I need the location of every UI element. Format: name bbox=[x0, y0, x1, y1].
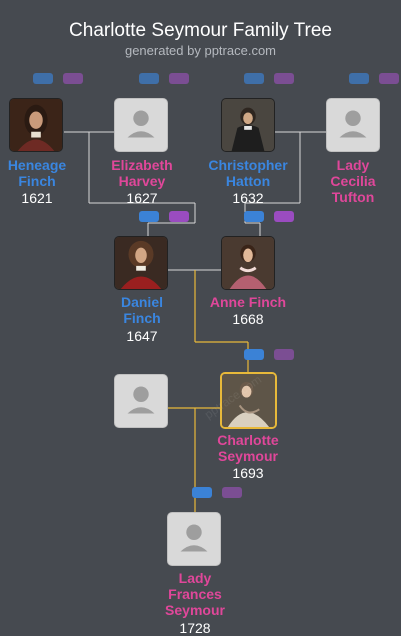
father-toggle[interactable] bbox=[192, 487, 212, 498]
name-line: Frances bbox=[168, 586, 222, 602]
person-card-anne-finch[interactable] bbox=[221, 236, 275, 290]
person-name[interactable]: Christopher Hatton bbox=[193, 157, 303, 189]
father-toggle[interactable] bbox=[244, 73, 264, 84]
father-toggle[interactable] bbox=[244, 211, 264, 222]
birth-year: 1647 bbox=[126, 328, 158, 344]
person-name[interactable]: Elizabeth Harvey bbox=[87, 157, 197, 189]
name-line: Harvey bbox=[118, 173, 166, 189]
mother-toggle[interactable] bbox=[274, 349, 294, 360]
father-toggle[interactable] bbox=[33, 73, 53, 84]
user-placeholder-icon bbox=[180, 524, 208, 552]
page-subtitle[interactable]: generated by pptrace.com bbox=[124, 43, 277, 58]
person-name[interactable]: Charlotte Seymour bbox=[193, 432, 303, 464]
mother-toggle[interactable] bbox=[379, 73, 399, 84]
mother-toggle[interactable] bbox=[63, 73, 83, 84]
name-line: Anne Finch bbox=[209, 294, 287, 310]
person-name[interactable]: Daniel Finch bbox=[87, 294, 197, 326]
person-name[interactable]: Heneage Finch bbox=[0, 157, 92, 189]
name-line: Finch bbox=[18, 173, 56, 189]
person-card-christopher-hatton[interactable] bbox=[221, 98, 275, 152]
user-placeholder-icon bbox=[127, 110, 155, 138]
portrait-image bbox=[222, 374, 275, 427]
person-card-lady-frances-seymour[interactable] bbox=[167, 512, 221, 566]
name-line: Christopher bbox=[208, 157, 288, 173]
name-line: Elizabeth bbox=[111, 157, 173, 173]
father-toggle[interactable] bbox=[244, 349, 264, 360]
name-line: Daniel bbox=[120, 294, 163, 310]
father-toggle[interactable] bbox=[139, 73, 159, 84]
name-line: Seymour bbox=[218, 448, 278, 464]
person-card-elizabeth-harvey[interactable] bbox=[114, 98, 168, 152]
mother-toggle[interactable] bbox=[222, 487, 242, 498]
user-placeholder-icon bbox=[339, 110, 367, 138]
mother-toggle[interactable] bbox=[169, 211, 189, 222]
name-line: Seymour bbox=[165, 602, 225, 618]
name-line: Lady bbox=[336, 157, 370, 173]
father-toggle[interactable] bbox=[349, 73, 369, 84]
person-name[interactable]: Lady Frances Seymour bbox=[140, 570, 250, 618]
father-toggle[interactable] bbox=[139, 211, 159, 222]
birth-year: 1632 bbox=[232, 190, 264, 206]
mother-toggle[interactable] bbox=[274, 73, 294, 84]
mother-toggle[interactable] bbox=[274, 211, 294, 222]
page-title: Charlotte Seymour Family Tree bbox=[69, 20, 332, 41]
person-name[interactable]: Anne Finch bbox=[193, 294, 303, 310]
birth-year: 1693 bbox=[232, 465, 264, 481]
name-line: Charlotte bbox=[217, 432, 279, 448]
portrait-image bbox=[222, 99, 274, 151]
birth-year: 1668 bbox=[232, 311, 264, 327]
person-card-charlotte-seymour[interactable] bbox=[220, 372, 277, 429]
name-line: Tufton bbox=[331, 189, 375, 205]
name-line: Heneage bbox=[7, 157, 67, 173]
name-line: Cecilia bbox=[330, 173, 376, 189]
name-line: Lady bbox=[178, 570, 212, 586]
portrait-image bbox=[10, 99, 62, 151]
person-name[interactable]: Lady Cecilia Tufton bbox=[298, 157, 401, 205]
person-card-lady-cecilia-tufton[interactable] bbox=[326, 98, 380, 152]
user-placeholder-icon bbox=[127, 386, 155, 414]
name-line: Finch bbox=[123, 310, 161, 326]
portrait-image bbox=[115, 237, 167, 289]
portrait-image bbox=[222, 237, 274, 289]
birth-year: 1627 bbox=[126, 190, 158, 206]
person-card-daniel-finch[interactable] bbox=[114, 236, 168, 290]
birth-year: 1728 bbox=[179, 620, 211, 636]
person-card-heneage-finch[interactable] bbox=[9, 98, 63, 152]
mother-toggle[interactable] bbox=[169, 73, 189, 84]
person-card-spouse[interactable] bbox=[114, 374, 168, 428]
name-line: Hatton bbox=[225, 173, 271, 189]
birth-year: 1621 bbox=[21, 190, 53, 206]
